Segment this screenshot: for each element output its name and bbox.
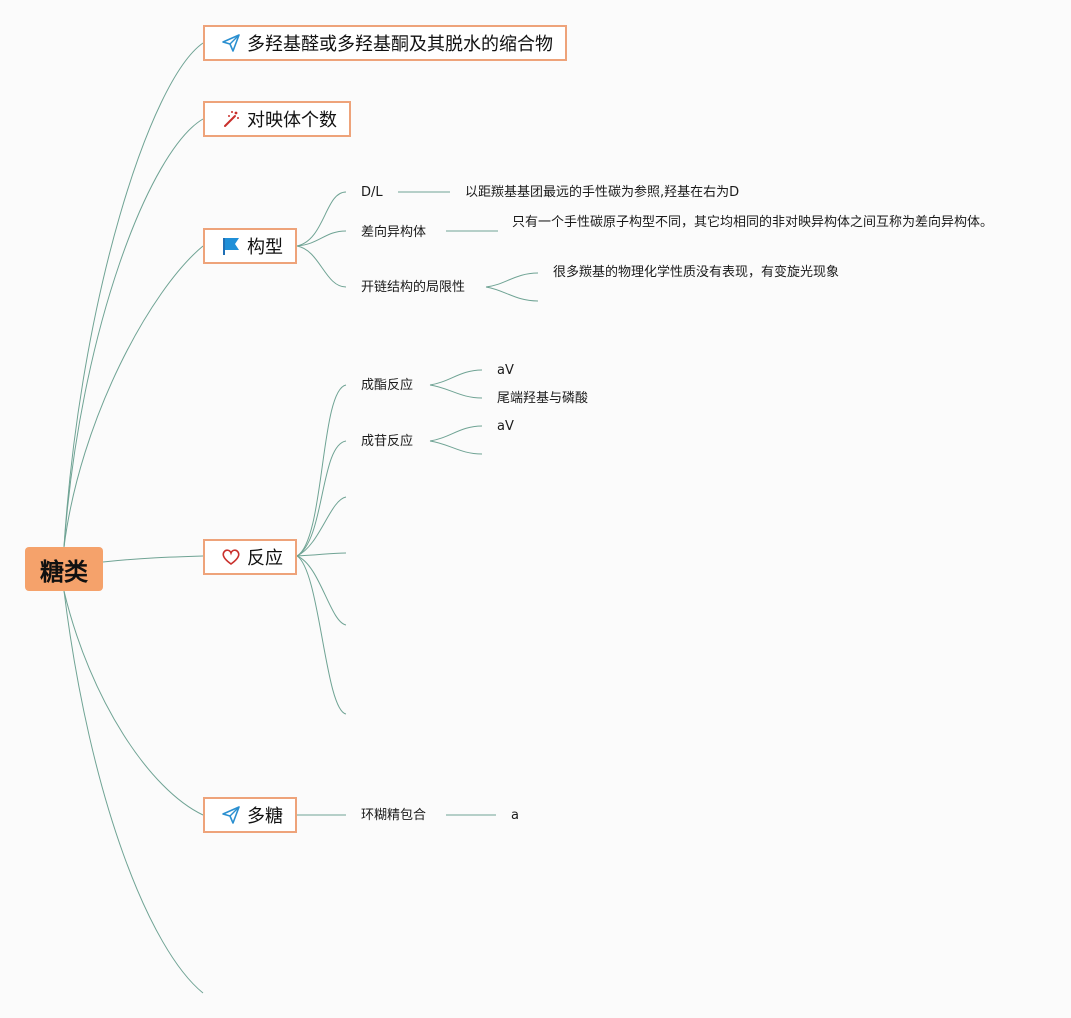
topic-polysaccharide[interactable]: 多糖 xyxy=(203,797,297,833)
sub-glycoside[interactable]: 成苷反应 xyxy=(361,434,414,449)
topic-enantiomers[interactable]: 对映体个数 xyxy=(203,101,351,137)
connector-root-empty xyxy=(63,590,204,994)
topic-definition-label: 多羟基醛或多羟基酮及其脱水的缩合物 xyxy=(247,34,553,55)
root-label: 糖类 xyxy=(40,557,88,586)
connector-config-openchain xyxy=(296,245,347,288)
topic-reaction[interactable]: 反应 xyxy=(203,539,297,575)
connector-reaction-glycoside xyxy=(296,440,347,557)
paper-plane-icon xyxy=(221,33,241,53)
connector-root-configuration xyxy=(63,245,204,548)
connector-ester-phosphate xyxy=(429,384,483,399)
note-ester-phosphate[interactable]: 尾端羟基与磷酸 xyxy=(497,391,589,406)
heart-icon xyxy=(221,547,241,567)
sub-open-chain[interactable]: 开链结构的局限性 xyxy=(361,280,466,295)
connector-root-reaction xyxy=(102,555,204,563)
connector-openchain-note2 xyxy=(485,286,539,302)
note-glycoside-av[interactable]: aV xyxy=(497,419,514,434)
connector-openchain-note1 xyxy=(485,272,539,288)
topic-configuration[interactable]: 构型 xyxy=(203,228,297,264)
topic-definition[interactable]: 多羟基醛或多羟基酮及其脱水的缩合物 xyxy=(203,25,567,61)
connector-config-epimer xyxy=(296,230,347,247)
connector-reaction-ester xyxy=(296,384,347,557)
topic-enantiomers-label: 对映体个数 xyxy=(247,110,337,131)
note-ester-av[interactable]: aV xyxy=(497,363,514,378)
connector-config-dl xyxy=(296,191,347,247)
topic-reaction-label: 反应 xyxy=(247,548,283,569)
connector-root-polysaccharide xyxy=(63,590,204,816)
connector-reaction-empty1 xyxy=(296,496,347,557)
flag-icon xyxy=(221,236,241,256)
note-dl[interactable]: 以距羰基基团最远的手性碳为参照,羟基在右为D xyxy=(465,185,740,200)
note-cyclodextrin[interactable]: a xyxy=(511,808,519,823)
sub-dl[interactable]: D/L xyxy=(361,185,383,200)
topic-polysaccharide-label: 多糖 xyxy=(247,806,283,827)
note-open-chain[interactable]: 很多羰基的物理化学性质没有表现，有变旋光现象 xyxy=(553,265,840,280)
sub-esterification[interactable]: 成酯反应 xyxy=(361,378,414,393)
note-epimer[interactable]: 只有一个手性碳原子构型不同，其它均相同的非对映异构体之间互称为差向异构体。 xyxy=(512,215,994,230)
connector-root-definition xyxy=(63,42,204,548)
connector-reaction-empty2 xyxy=(296,552,347,557)
connector-glycoside-av xyxy=(429,425,483,442)
connector-root-enantiomers xyxy=(63,118,204,548)
sub-epimer[interactable]: 差向异构体 xyxy=(361,225,427,240)
connector-glycoside-empty xyxy=(429,440,483,455)
magic-wand-icon xyxy=(221,109,241,129)
connector-reaction-empty3 xyxy=(296,555,347,626)
root-node[interactable]: 糖类 xyxy=(25,547,103,591)
connector-reaction-empty4 xyxy=(296,555,347,715)
topic-configuration-label: 构型 xyxy=(247,237,283,258)
connector-ester-av xyxy=(429,369,483,386)
paper-plane-icon xyxy=(221,805,241,825)
sub-cyclodextrin[interactable]: 环糊精包合 xyxy=(361,808,427,823)
